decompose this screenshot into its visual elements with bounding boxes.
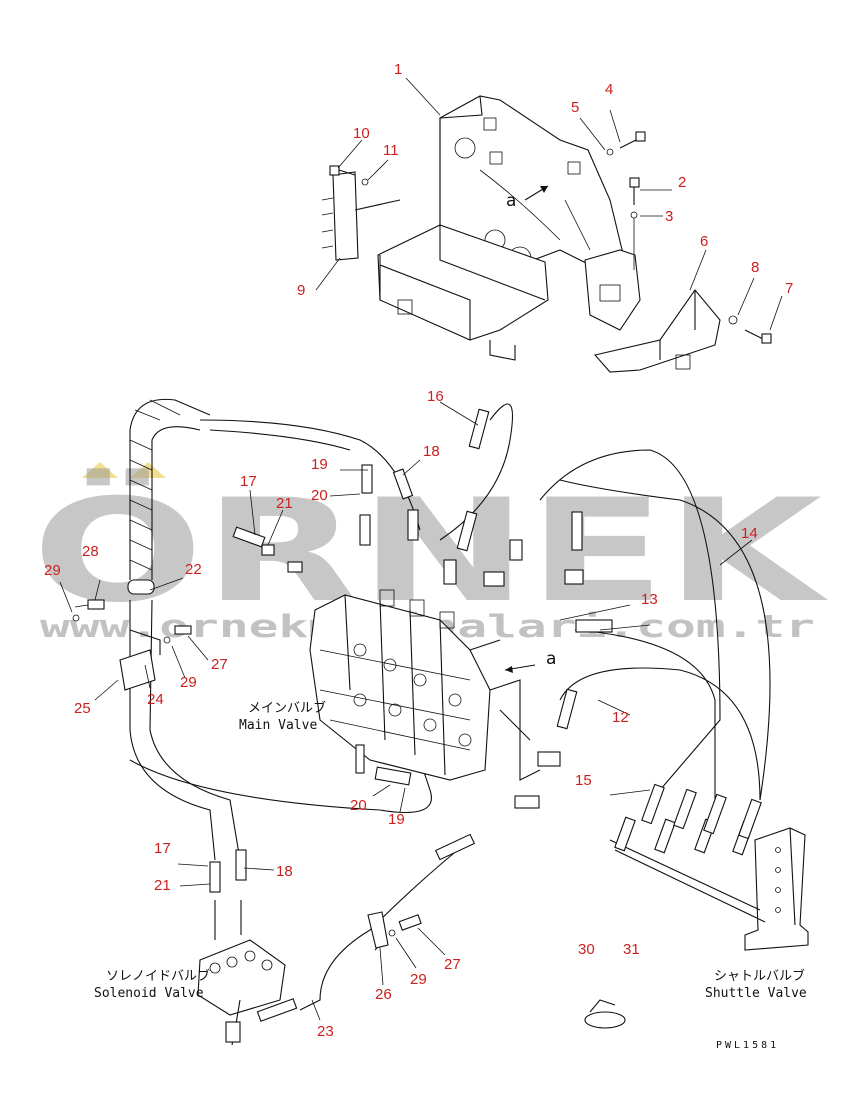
- callout-16: 16: [427, 388, 444, 405]
- callout-14: 14: [741, 525, 758, 542]
- callout-26: 26: [375, 986, 392, 1003]
- callout-17-lower: 17: [154, 840, 171, 857]
- callout-28: 28: [82, 543, 99, 560]
- callout-30: 30: [578, 941, 595, 958]
- solenoid-valve-label-jp: ソレノイドバルブ: [106, 968, 210, 984]
- watermark-brand: ÖRNEK: [32, 467, 829, 634]
- callout-19: 19: [311, 456, 328, 473]
- callout-21: 21: [276, 495, 293, 512]
- callout-24: 24: [147, 691, 164, 708]
- callout-29: 29: [44, 562, 61, 579]
- callout-4: 4: [605, 81, 613, 98]
- clamp-22: [127, 579, 155, 595]
- callout-9: 9: [297, 282, 305, 299]
- washer-29b: [72, 614, 80, 622]
- band-clamp: [584, 1011, 626, 1029]
- callout-25: 25: [74, 700, 91, 717]
- callout-1: 1: [394, 61, 402, 78]
- washer-29a: [163, 636, 171, 644]
- mounting-plate: [332, 171, 359, 261]
- washer-11: [361, 178, 369, 186]
- clamps: [72, 579, 626, 1029]
- washer-5: [606, 148, 614, 156]
- solenoid-valve-label-en: Solenoid Valve: [94, 986, 204, 1001]
- main-valve-label-jp: メインバルブ: [248, 700, 326, 716]
- washer-3: [630, 211, 638, 219]
- callout-10: 10: [353, 125, 370, 142]
- shuttle-valve-label-jp: シャトルバルブ: [714, 968, 805, 984]
- callout-12: 12: [612, 709, 629, 726]
- washer-29c: [388, 929, 396, 937]
- washer-8: [728, 315, 738, 325]
- callout-18-lower: 18: [276, 863, 293, 880]
- solenoid-valve: [197, 900, 286, 1046]
- callout-21-lower: 21: [154, 877, 171, 894]
- shuttle-valve-label-en: Shuttle Valve: [705, 986, 807, 1001]
- shuttle-valve: [609, 783, 809, 951]
- callout-8: 8: [751, 259, 759, 276]
- drawing-code: PWL1581: [716, 1040, 779, 1051]
- view-a-mark-2: a: [546, 649, 556, 669]
- callout-2: 2: [678, 174, 686, 191]
- main-valve: a: [309, 589, 556, 781]
- side-bracket: [584, 249, 641, 331]
- callout-20-lower: 20: [350, 797, 367, 814]
- watermark-accent-right: [130, 462, 166, 478]
- callout-numbers: 1 2 3 4 5 6 7 8 9 10 11 12 13 14 15 16 1…: [44, 61, 793, 1040]
- main-valve-label-en: Main Valve: [239, 718, 317, 733]
- callout-11: 11: [383, 142, 399, 159]
- bolt-27b: [398, 914, 422, 931]
- callout-20: 20: [311, 487, 328, 504]
- callout-17: 17: [240, 473, 257, 490]
- hose-routing: [129, 398, 771, 1011]
- callout-7: 7: [785, 280, 793, 297]
- leader-lines: [59, 77, 783, 1021]
- bolt-27a: [174, 625, 192, 635]
- component-labels: メインバルブ Main Valve ソレノイドバルブ Solenoid Valv…: [94, 700, 807, 1051]
- bolt-28: [87, 599, 105, 610]
- base-channel: [377, 224, 549, 341]
- callout-29-mid: 29: [410, 971, 427, 988]
- clamp-26: [367, 911, 389, 949]
- callout-3: 3: [665, 208, 673, 225]
- callout-29-upper: 29: [180, 674, 197, 691]
- bolt-10: [329, 165, 356, 176]
- watermark-accent-left: [82, 462, 118, 478]
- bolt-4: [619, 131, 646, 149]
- callout-13: 13: [641, 591, 658, 608]
- callout-15: 15: [575, 772, 592, 789]
- callout-18: 18: [423, 443, 440, 460]
- callout-31: 31: [623, 941, 640, 958]
- bolt-2: [629, 177, 640, 205]
- callout-5: 5: [571, 99, 579, 116]
- callout-22: 22: [185, 561, 202, 578]
- fittings: [209, 408, 613, 1022]
- callout-19-lower: 19: [388, 811, 405, 828]
- callout-27: 27: [211, 656, 228, 673]
- angle-bracket: [593, 289, 721, 373]
- bracket-assembly: a: [321, 95, 772, 373]
- callout-23: 23: [317, 1023, 334, 1040]
- clamp-25: [119, 649, 156, 691]
- bolt-7: [744, 329, 772, 344]
- watermark: ÖRNEK www.ornekmakinalari.com.tr: [32, 462, 829, 645]
- view-a-mark: a: [506, 191, 516, 211]
- callout-27-lower: 27: [444, 956, 461, 973]
- callout-6: 6: [700, 233, 708, 250]
